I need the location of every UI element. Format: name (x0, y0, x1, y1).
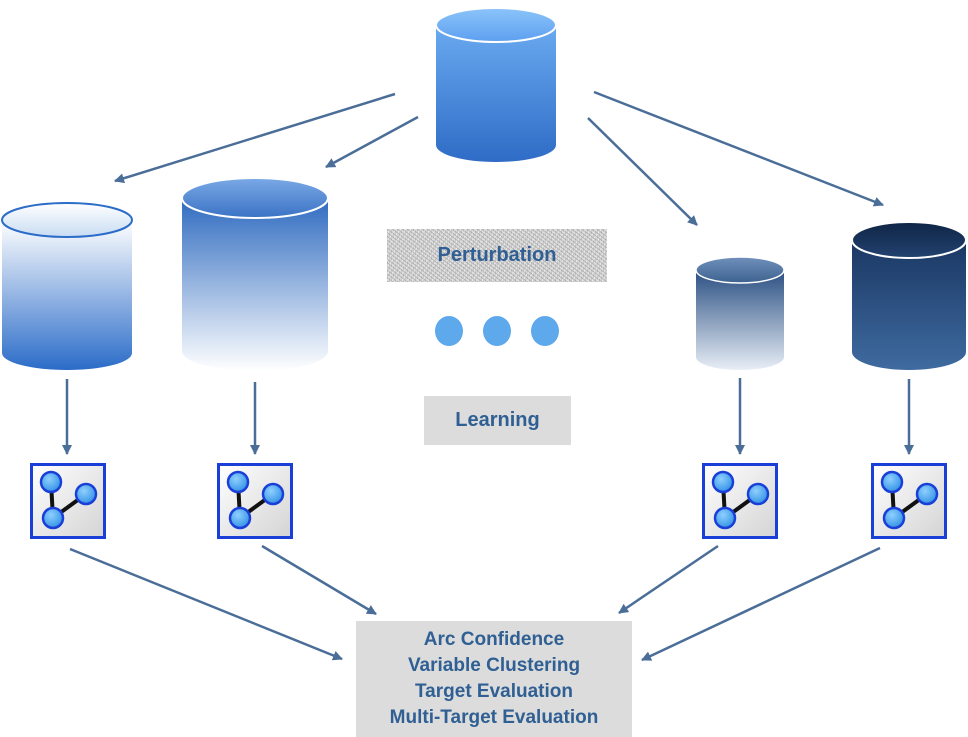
arrow-to-dataset-4 (593, 90, 884, 207)
source-dataset-cylinder (435, 7, 557, 162)
dot-1 (435, 316, 463, 346)
resampled-dataset-4 (851, 221, 967, 370)
evaluation-summary-box: Arc Confidence Variable Clustering Targe… (356, 621, 632, 737)
arrow-from-network-4 (641, 546, 881, 662)
arrow-to-dataset-2 (325, 115, 419, 169)
aggregation-arrows (69, 544, 881, 662)
dot-2 (483, 316, 511, 346)
learning-text: Learning (455, 409, 540, 431)
arrow-from-network-3 (618, 544, 719, 615)
arrow-from-network-1 (69, 547, 343, 661)
dot-3 (531, 316, 559, 346)
perturbation-label: Perturbation (387, 229, 607, 282)
summary-line-variable-clustering: Variable Clustering (407, 655, 581, 676)
resampled-dataset-1 (1, 202, 133, 370)
sampling-arrows (114, 90, 884, 226)
summary-line-multi-target-evaluation: Multi-Target Evaluation (389, 707, 599, 728)
perturbation-text: Perturbation (437, 244, 557, 266)
summary-line-target-evaluation: Target Evaluation (414, 681, 573, 702)
learning-arrows (62, 378, 914, 455)
arrow-to-dataset-3 (587, 117, 698, 226)
network-graph-icon (217, 463, 293, 539)
ellipsis-dots (435, 316, 559, 346)
learning-label: Learning (424, 396, 571, 445)
network-graph-icon (871, 463, 947, 539)
arrow-to-dataset-1 (114, 92, 396, 184)
arrow-from-network-2 (261, 544, 377, 616)
network-graph-icon (30, 463, 106, 539)
summary-line-arc-confidence: Arc Confidence (423, 629, 565, 650)
resampled-dataset-2 (181, 177, 329, 371)
resampled-dataset-3 (695, 256, 785, 370)
network-graph-icon (702, 463, 778, 539)
